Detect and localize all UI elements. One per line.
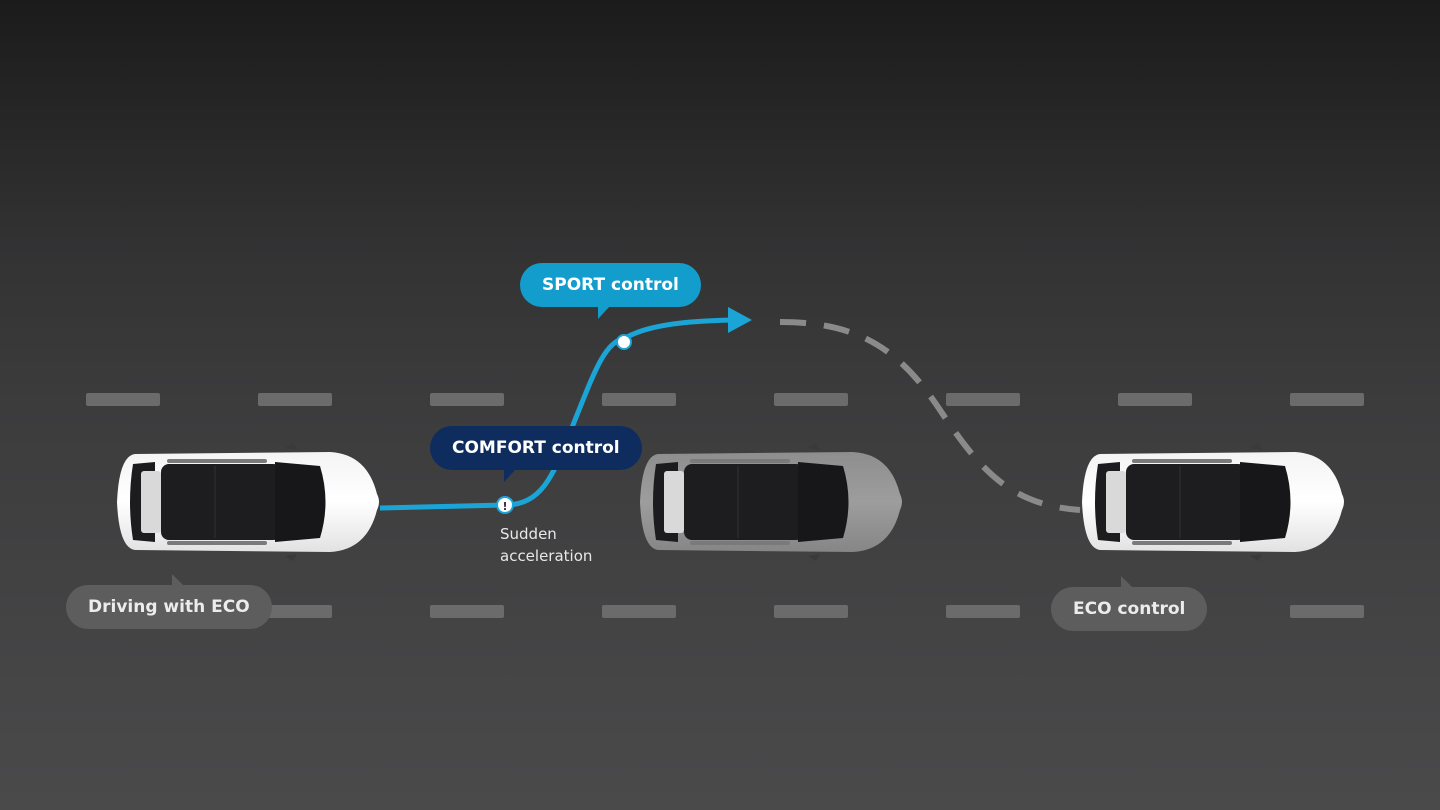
car-left-white bbox=[116, 442, 380, 562]
svg-text:!: ! bbox=[502, 500, 507, 513]
warning-dot-icon: ! bbox=[496, 496, 514, 514]
car-right-white bbox=[1081, 442, 1345, 562]
sudden-acceleration-line1: Sudden bbox=[500, 525, 557, 543]
lane-marking-upper bbox=[86, 393, 1364, 406]
driving-with-eco-label: Driving with ECO bbox=[66, 574, 272, 629]
lane-marking-lower bbox=[258, 605, 1364, 618]
sudden-acceleration-line2: acceleration bbox=[500, 547, 593, 565]
node-dot-icon bbox=[616, 334, 632, 350]
sport-control-path bbox=[379, 317, 733, 511]
comfort-control-label: COMFORT control bbox=[430, 426, 642, 482]
eco-dashed-path bbox=[779, 319, 1081, 513]
arrowhead-icon bbox=[728, 307, 752, 333]
eco-control-label: ECO control bbox=[1051, 576, 1208, 631]
sport-control-label: SPORT control bbox=[520, 263, 701, 319]
sudden-acceleration-note: Sudden acceleration bbox=[500, 523, 592, 567]
car-middle-gray bbox=[639, 442, 903, 562]
